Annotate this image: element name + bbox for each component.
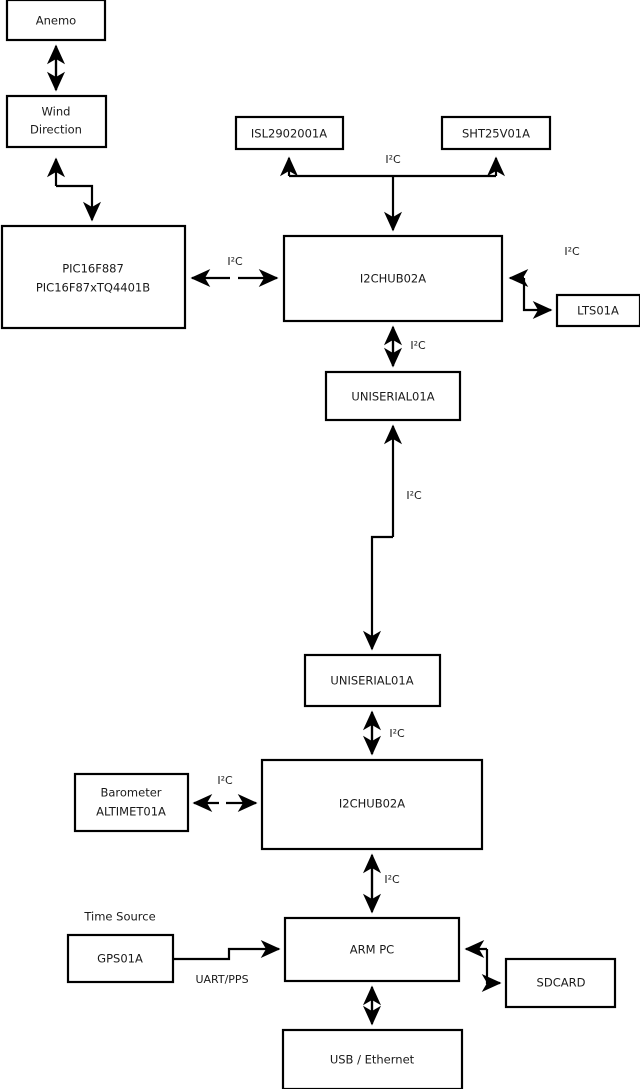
edge-armpc-sdcard <box>464 939 502 993</box>
node-i2chub02a-bottom-label: I2CHUB02A <box>339 797 405 811</box>
node-sdcard-label: SDCARD <box>537 976 586 990</box>
edge-label-i2c-isl-sht: I²C <box>385 153 401 166</box>
edge-label-i2c-hub2-armpc: I²C <box>384 873 400 886</box>
edge-label-i2c-barometer-hub: I²C <box>217 774 233 787</box>
edge-label-i2c-uniserial-link: I²C <box>406 489 422 502</box>
edge-label-uart-pps: UART/PPS <box>195 973 248 986</box>
node-usb-ethernet-label: USB / Ethernet <box>330 1053 415 1067</box>
node-lts01a-label: LTS01A <box>577 304 619 318</box>
edge-arrow-into-armpc <box>173 939 281 961</box>
node-pic-microcontroller[interactable]: PIC16F887 PIC16F87xTQ4401B <box>0 224 187 330</box>
node-uniserial01a-lower[interactable]: UNISERIAL01A <box>303 653 442 708</box>
node-sdcard[interactable]: SDCARD <box>504 957 617 1009</box>
node-arm-pc[interactable]: ARM PC <box>283 916 461 983</box>
edge-label-i2c-hub-lts: I²C <box>564 245 580 258</box>
edge-pic-wind <box>46 157 102 222</box>
node-isl2902001a-label: ISL2902001A <box>251 127 327 141</box>
edge-gps-armpc <box>173 939 281 961</box>
annotation-time-source: Time Source <box>83 910 155 924</box>
node-sht25v01a-label: SHT25V01A <box>462 127 530 141</box>
node-uniserial01a-upper[interactable]: UNISERIAL01A <box>324 370 462 422</box>
edge-hubtop-sensors <box>279 156 506 232</box>
node-gps01a[interactable]: GPS01A <box>66 933 175 984</box>
edge-label-i2c-uniserial-hub2: I²C <box>389 727 405 740</box>
node-anemo-label: Anemo <box>36 14 76 28</box>
node-gps01a-label: GPS01A <box>97 952 143 966</box>
node-uniserial01a-lower-label: UNISERIAL01A <box>330 674 413 688</box>
edge-label-i2c-hub-uniserial: I²C <box>410 339 426 352</box>
node-usb-ethernet[interactable]: USB / Ethernet <box>281 1028 464 1089</box>
node-i2chub02a-top[interactable]: I2CHUB02A <box>282 234 504 323</box>
node-wind-direction-label-line1: Wind <box>42 105 71 119</box>
node-pic-label-line2: PIC16F87xTQ4401B <box>36 281 150 295</box>
edge-arrow-into-lts <box>522 278 553 320</box>
node-barometer-altimet01a[interactable]: Barometer ALTIMET01A <box>73 772 190 833</box>
node-isl2902001a[interactable]: ISL2902001A <box>234 115 345 151</box>
node-wind-direction-label-line2: Direction <box>30 123 82 137</box>
node-anemo[interactable]: Anemo <box>5 0 107 42</box>
edge-uniserial-link <box>362 424 403 651</box>
node-sht25v01a[interactable]: SHT25V01A <box>440 115 552 151</box>
edge-arrow-into-pic <box>56 184 102 222</box>
edge-label-i2c-pic-hub: I²C <box>227 255 243 268</box>
edge-arrow-into-sdcard <box>481 949 502 993</box>
node-barometer-label-line1: Barometer <box>100 786 161 800</box>
edge-arrow-into-lower-uniserial <box>362 535 393 651</box>
edge-hubtop-lts <box>508 268 553 320</box>
node-barometer-label-line2: ALTIMET01A <box>96 805 166 819</box>
node-uniserial01a-upper-label: UNISERIAL01A <box>351 390 434 404</box>
node-lts01a[interactable]: LTS01A <box>555 293 640 328</box>
node-pic-label-line1: PIC16F887 <box>62 262 124 276</box>
node-wind-direction[interactable]: Wind Direction <box>5 94 108 149</box>
node-i2chub02a-bottom[interactable]: I2CHUB02A <box>260 758 484 851</box>
node-i2chub02a-top-label: I2CHUB02A <box>360 272 426 286</box>
node-arm-pc-label: ARM PC <box>350 943 394 957</box>
